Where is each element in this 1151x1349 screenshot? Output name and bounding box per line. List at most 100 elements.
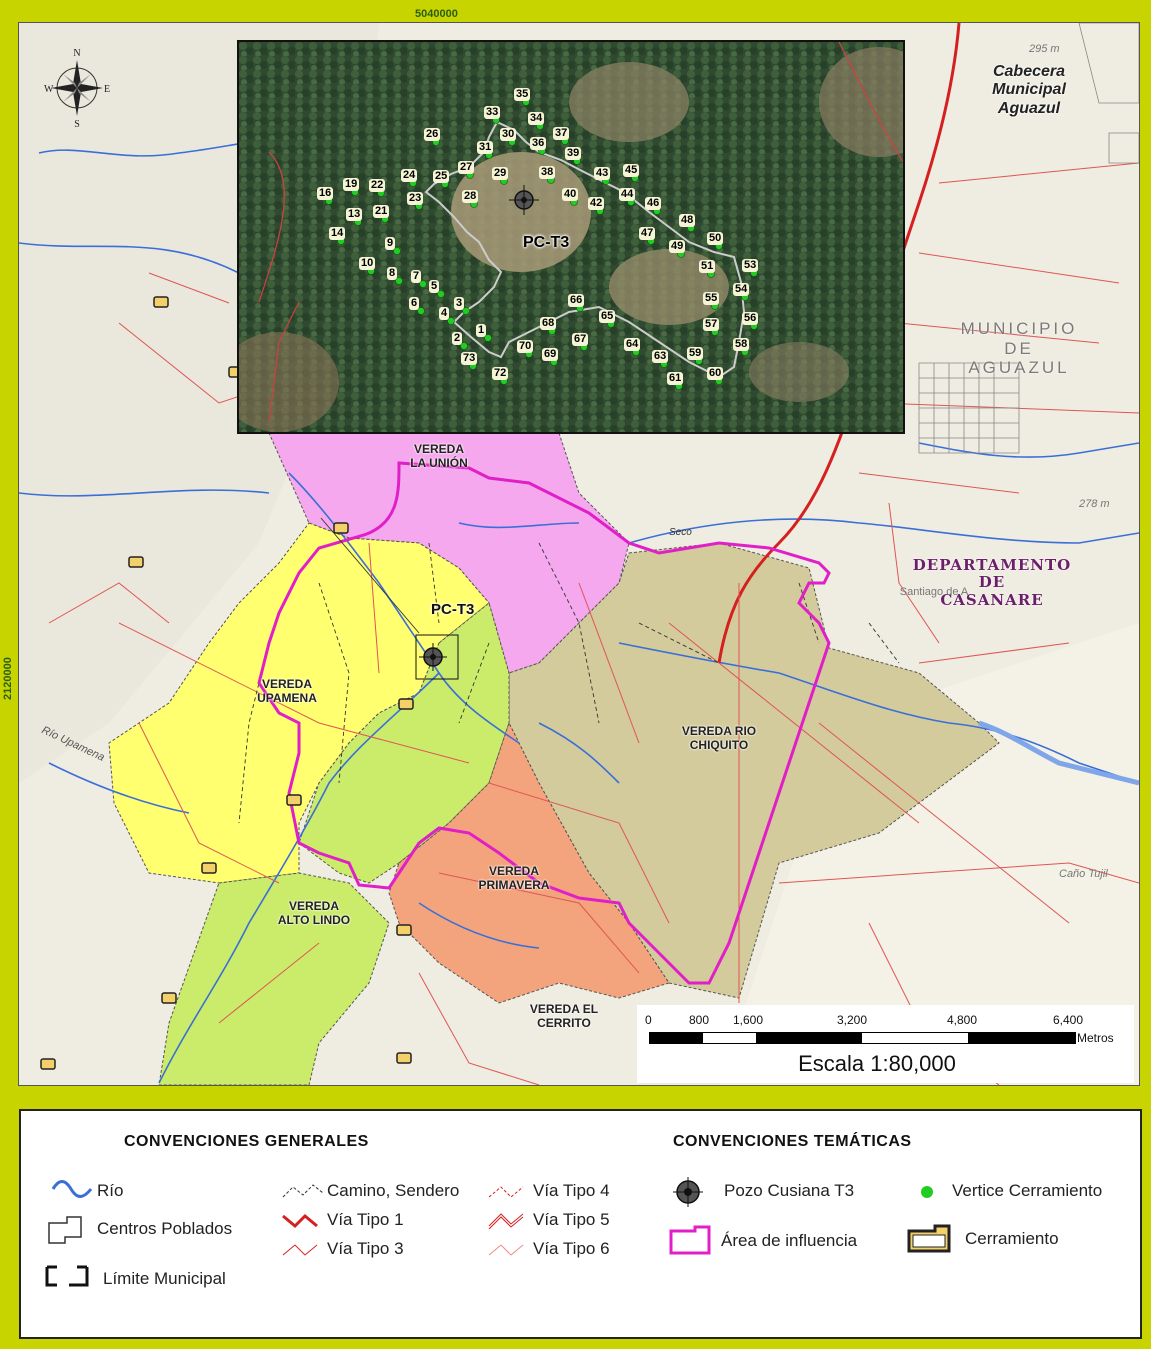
scale-tick-6400: 6,400 — [1053, 1013, 1084, 1027]
area-influencia-legend-icon — [667, 1225, 713, 1264]
elevation-label-295: 295 m — [1029, 43, 1060, 55]
inset-pc-t3-label: PC-T3 — [523, 234, 570, 251]
vertex-number-label: 54 — [733, 283, 750, 296]
scale-ratio-label: Escala 1:80,000 — [798, 1051, 956, 1076]
vertex-number-label: 23 — [407, 192, 424, 205]
vertex-number-label: 50 — [707, 232, 724, 245]
legend-centros-label: Centros Poblados — [97, 1219, 233, 1238]
vertex-number-label: 4 — [439, 307, 450, 320]
vertex-number-label: 39 — [565, 147, 582, 160]
vertex-number-label: 35 — [514, 88, 531, 101]
legend-rio-label: Río — [97, 1181, 124, 1200]
svg-text:E: E — [104, 84, 110, 95]
pozo-legend-icon — [673, 1177, 703, 1212]
vertice-legend-icon — [919, 1184, 935, 1205]
vertex-point — [462, 307, 470, 315]
scale-tick-800: 800 — [689, 1013, 710, 1027]
vertex-point — [417, 307, 425, 315]
river-legend-icon — [51, 1179, 95, 1204]
vertex-number-label: 30 — [500, 128, 517, 141]
vertex-number-label: 21 — [373, 205, 390, 218]
vertex-number-label: 63 — [652, 350, 669, 363]
centros-poblados-legend-icon — [43, 1215, 87, 1250]
vertex-number-label: 25 — [433, 170, 450, 183]
legend-panel: CONVENCIONES GENERALES CONVENCIONES TEMÁ… — [19, 1109, 1142, 1339]
via-tipo-3-legend-icon — [281, 1239, 327, 1264]
scale-bar-graphic — [649, 1032, 1076, 1044]
vereda-rio-chiquito-label: VEREDA RIO CHIQUITO — [681, 724, 757, 752]
vereda-la-union-label: VEREDA LA UNIÓN — [410, 442, 468, 470]
vertex-number-label: 42 — [588, 197, 605, 210]
cerramiento-symbols — [40, 296, 414, 1070]
vertex-number-label: 67 — [572, 333, 589, 346]
vertex-number-label: 65 — [599, 310, 616, 323]
vertex-number-label: 31 — [477, 141, 494, 154]
vertex-number-label: 14 — [329, 227, 346, 240]
area-influencia-boundary — [257, 461, 831, 985]
vertex-number-label: 40 — [562, 188, 579, 201]
vertex-number-label: 73 — [461, 352, 478, 365]
legend-tematicas-title: CONVENCIONES TEMÁTICAS — [673, 1133, 912, 1150]
legend-cerramiento-label: Cerramiento — [965, 1229, 1059, 1248]
legend-via4-label: Vía Tipo 4 — [533, 1181, 610, 1200]
via-tipo-5-legend-icon — [487, 1210, 533, 1235]
vereda-alto-lindo-label: VEREDA ALTO LINDO — [277, 899, 351, 927]
vertex-number-label: 56 — [742, 312, 759, 325]
legend-area-label: Área de influencia — [721, 1231, 858, 1250]
vertex-point — [395, 277, 403, 285]
vertex-number-label: 47 — [639, 227, 656, 240]
compass-rose-icon: N S W E — [41, 47, 113, 130]
vertex-number-label: 45 — [623, 164, 640, 177]
limite-municipal-legend-icon — [43, 1263, 93, 1294]
legend-via5-label: Vía Tipo 5 — [533, 1210, 610, 1229]
scale-bar: 0 800 1,600 3,200 4,800 6,400 Metros Esc… — [637, 1005, 1134, 1083]
vertex-number-label: 55 — [703, 292, 720, 305]
vertex-number-label: 59 — [687, 347, 704, 360]
vereda-upamena-polygon — [108, 522, 490, 884]
vertex-number-label: 46 — [645, 197, 662, 210]
vertex-number-label: 72 — [492, 367, 509, 380]
vereda-el-cerrito-label: VEREDA EL CERRITO — [529, 1002, 599, 1030]
vertex-number-label: 28 — [462, 190, 479, 203]
vertex-point — [447, 317, 455, 325]
svg-text:N: N — [73, 48, 80, 59]
vertex-number-label: 44 — [619, 188, 636, 201]
vereda-primavera-label: VEREDA PRIMAVERA — [478, 864, 550, 892]
vertex-number-label: 48 — [679, 214, 696, 227]
santiago-label: Santiago de A — [899, 586, 969, 598]
legend-limite-label: Límite Municipal — [103, 1269, 226, 1288]
vertex-number-label: 68 — [540, 317, 557, 330]
vertex-number-label: 22 — [369, 179, 386, 192]
vertex-number-label: 51 — [699, 260, 716, 273]
vertex-number-label: 49 — [669, 240, 686, 253]
via-tipo-6-legend-icon — [487, 1239, 533, 1264]
vertex-number-label: 69 — [542, 348, 559, 361]
scale-tick-1600: 1,600 — [733, 1013, 764, 1027]
vertex-number-label: 38 — [539, 166, 556, 179]
scale-tick-3200: 3,200 — [837, 1013, 868, 1027]
vertex-number-label: 9 — [385, 237, 396, 250]
vereda-upamena-label: VEREDA UPAMENA — [257, 677, 317, 705]
vertex-number-label: 6 — [409, 297, 420, 310]
vertex-number-label: 19 — [343, 178, 360, 191]
vertex-number-label: 26 — [424, 128, 441, 141]
legend-via6-label: Vía Tipo 6 — [533, 1239, 610, 1258]
vertex-number-label: 37 — [553, 127, 570, 140]
vertex-number-label: 70 — [517, 340, 534, 353]
via-tipo-4-legend-icon — [487, 1181, 533, 1206]
vertex-number-label: 8 — [387, 267, 398, 280]
cano-tujil-label: Caño Tujil — [1059, 868, 1108, 880]
minor-roads-layer — [48, 162, 1139, 1085]
legend-vertice-label: Vertice Cerramiento — [952, 1181, 1103, 1200]
vertex-number-label: 64 — [624, 338, 641, 351]
scale-unit-label: Metros — [1077, 1031, 1114, 1045]
vertex-number-label: 34 — [528, 112, 545, 125]
vertex-point — [460, 342, 468, 350]
vertex-point — [437, 290, 445, 298]
vereda-central-polygon — [298, 602, 510, 884]
legend-generales-title: CONVENCIONES GENERALES — [124, 1133, 369, 1150]
vereda-primavera-polygon — [388, 721, 670, 1004]
svg-text:S: S — [74, 119, 80, 129]
